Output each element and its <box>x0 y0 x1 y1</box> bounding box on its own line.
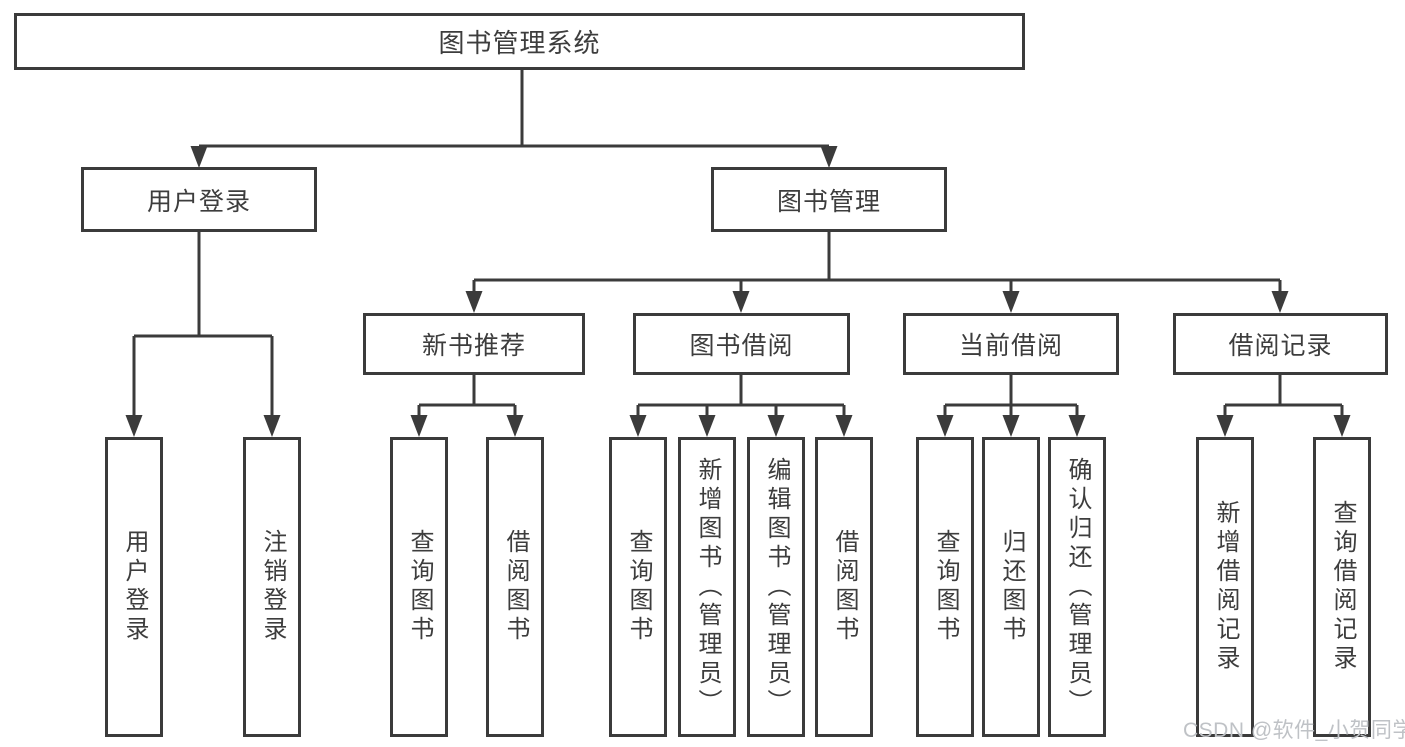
leaf-query-borrow-record: 查询借阅记录 <box>1313 437 1371 737</box>
arrowhead-down-icon <box>698 415 716 437</box>
leaf-logout-login: 注销登录 <box>243 437 301 737</box>
node-book-management: 图书管理 <box>711 167 947 232</box>
node-borrowing-records: 借阅记录 <box>1173 313 1388 375</box>
node-current-borrowing: 当前借阅 <box>903 313 1119 375</box>
leaf-borrow-books-recommend-label: 借阅图书 <box>502 529 529 645</box>
leaf-add-borrow-record: 新增借阅记录 <box>1196 437 1254 737</box>
node-new-book-recommendation: 新书推荐 <box>363 313 585 375</box>
arrowhead-down-icon <box>1068 415 1086 437</box>
arrowhead-down-icon <box>506 415 524 437</box>
arrowhead-down-icon <box>1216 415 1234 437</box>
arrowhead-down-icon <box>835 415 853 437</box>
node-borrowing-records-label: 借阅记录 <box>1228 332 1333 360</box>
arrowhead-down-icon <box>936 415 954 437</box>
arrowhead-down-icon <box>1002 415 1020 437</box>
leaf-query-books-borrowing: 查询图书 <box>609 437 667 737</box>
arrowhead-down-icon <box>732 291 750 313</box>
leaf-borrow-books-label: 借阅图书 <box>831 529 858 645</box>
node-library-management-system: 图书管理系统 <box>14 13 1025 70</box>
leaf-query-books-recommend-label: 查询图书 <box>406 529 433 645</box>
leaf-borrow-books-recommend: 借阅图书 <box>486 437 544 737</box>
arrowhead-down-icon <box>263 415 281 437</box>
leaf-return-books: 归还图书 <box>982 437 1040 737</box>
node-book-borrowing: 图书借阅 <box>633 313 850 375</box>
node-current-borrowing-label: 当前借阅 <box>958 332 1063 360</box>
arrowhead-down-icon <box>410 415 428 437</box>
leaf-confirm-return-admin: 确认归还（管理员） <box>1048 437 1106 737</box>
node-user-login: 用户登录 <box>81 167 317 232</box>
watermark: CSDN @软件_小贺同学 <box>1183 719 1405 742</box>
leaf-query-books-current-label: 查询图书 <box>932 529 959 645</box>
node-book-borrowing-label: 图书借阅 <box>689 332 794 360</box>
leaf-query-books-recommend: 查询图书 <box>390 437 448 737</box>
leaf-query-books-current: 查询图书 <box>916 437 974 737</box>
node-new-book-recommendation-label: 新书推荐 <box>421 332 526 360</box>
leaf-user-login-label: 用户登录 <box>121 529 148 645</box>
leaf-add-books-admin-label: 新增图书（管理员） <box>694 456 721 718</box>
leaf-return-books-label: 归还图书 <box>998 529 1025 645</box>
arrowhead-down-icon <box>820 146 838 168</box>
arrowhead-down-icon <box>629 415 647 437</box>
arrowhead-down-icon <box>1333 415 1351 437</box>
leaf-query-borrow-record-label: 查询借阅记录 <box>1329 500 1356 674</box>
leaf-add-books-admin: 新增图书（管理员） <box>678 437 736 737</box>
arrowhead-down-icon <box>465 291 483 313</box>
node-library-management-system-label: 图书管理系统 <box>438 28 601 58</box>
leaf-query-books-borrowing-label: 查询图书 <box>625 529 652 645</box>
arrowhead-down-icon <box>1271 291 1289 313</box>
leaf-edit-books-admin-label: 编辑图书（管理员） <box>763 456 790 718</box>
arrowhead-down-icon <box>767 415 785 437</box>
leaf-borrow-books: 借阅图书 <box>815 437 873 737</box>
arrowhead-down-icon <box>1002 291 1020 313</box>
leaf-confirm-return-admin-label: 确认归还（管理员） <box>1064 456 1091 718</box>
leaf-add-borrow-record-label: 新增借阅记录 <box>1212 500 1239 674</box>
arrowhead-down-icon <box>125 415 143 437</box>
node-book-management-label: 图书管理 <box>776 187 881 216</box>
node-user-login-label: 用户登录 <box>146 187 251 216</box>
leaf-user-login: 用户登录 <box>105 437 163 737</box>
leaf-logout-login-label: 注销登录 <box>259 529 286 645</box>
leaf-edit-books-admin: 编辑图书（管理员） <box>747 437 805 737</box>
arrowhead-down-icon <box>190 146 208 168</box>
